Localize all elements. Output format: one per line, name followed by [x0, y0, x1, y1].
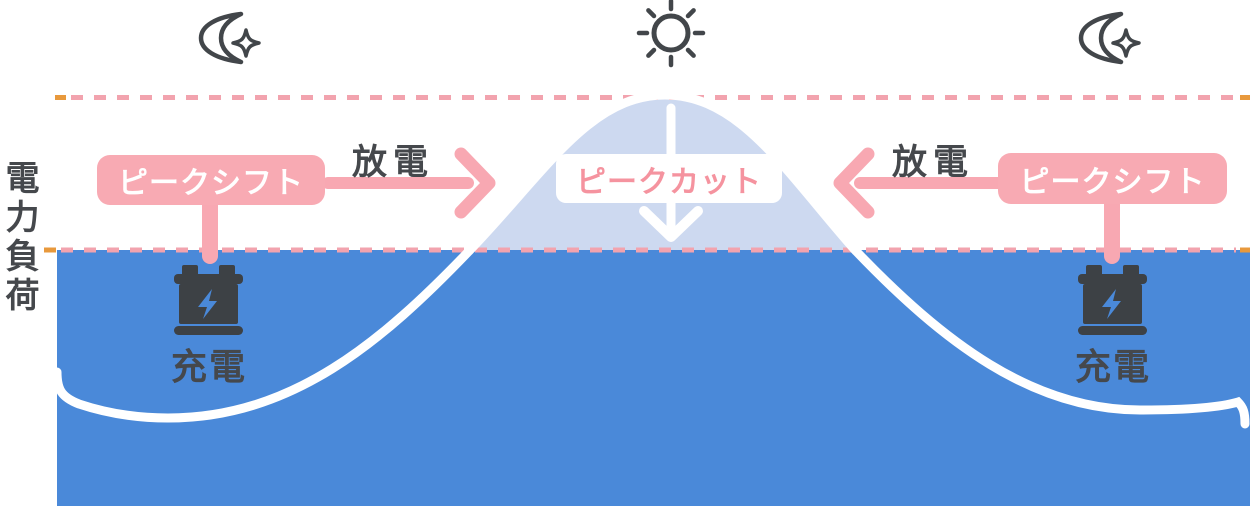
moon-icon-left [198, 11, 261, 65]
discharge-label-right: 放電 [892, 143, 975, 182]
peak-cut-label: ピークカット [556, 154, 782, 203]
bolt-icon [198, 289, 217, 319]
sun-icon [636, 0, 706, 68]
bolt-icon [1102, 289, 1121, 319]
peak-shift-label-left: ピークシフト [97, 155, 325, 205]
connector-stem-right [1104, 196, 1120, 264]
load-curve [52, 90, 1250, 429]
charge-label-right: 充電 [1074, 346, 1151, 387]
peak-shift-label-right: ピークシフト [998, 153, 1227, 204]
charge-label-left: 充電 [170, 346, 247, 387]
connector-stem-left [202, 196, 218, 264]
moon-icon-right [1078, 11, 1141, 65]
right-arrow-icon [322, 147, 496, 219]
discharge-label-left: 放電 [352, 143, 435, 182]
battery-icon-left [174, 265, 243, 335]
load-area [57, 250, 1250, 506]
y-axis-label: 電力負荷 [0, 160, 38, 316]
sparkle-icon [1111, 28, 1141, 58]
sparkle-icon [231, 28, 261, 58]
battery-icon-right [1078, 265, 1147, 335]
left-arrow-icon [833, 147, 1006, 219]
